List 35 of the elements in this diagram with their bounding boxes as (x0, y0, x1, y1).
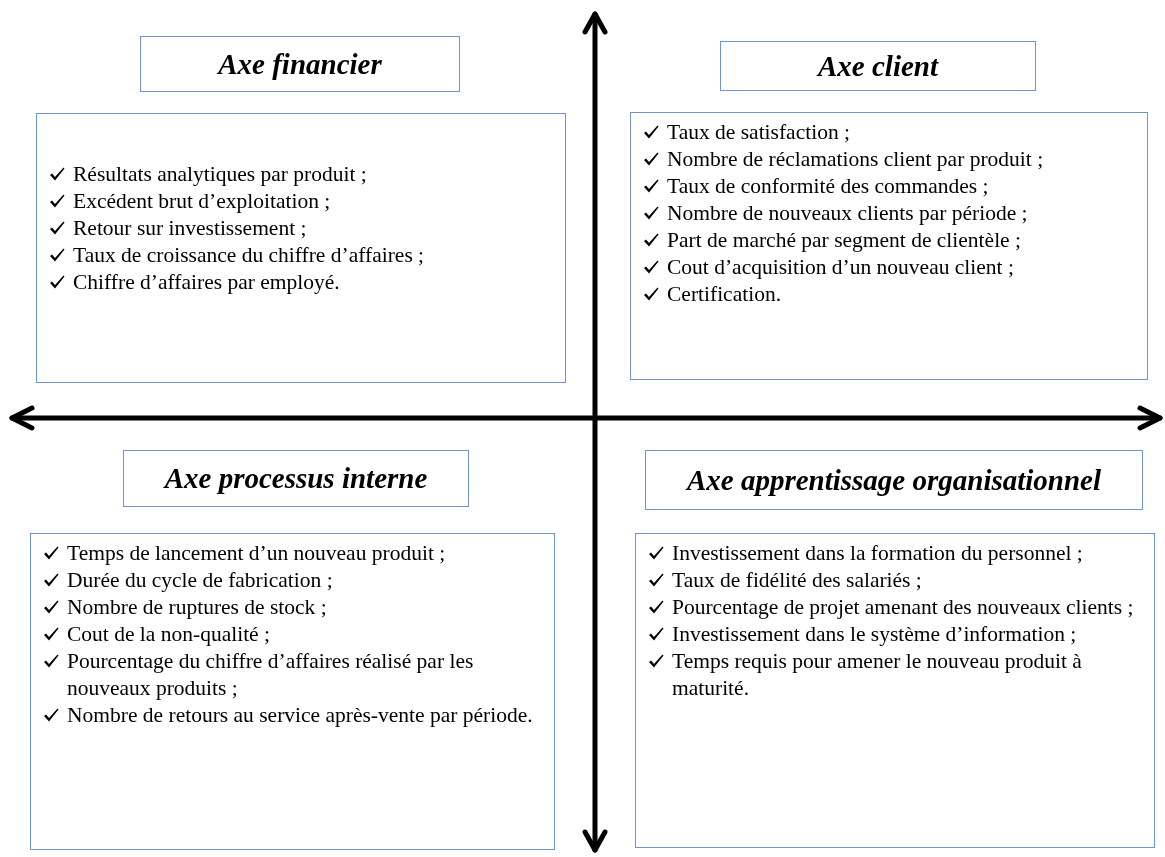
indicator-item: Pourcentage du chiffre d’affaires réalisé par les nouveaux produits ; (67, 648, 475, 702)
indicator-item: Certification. (667, 281, 782, 308)
indicator-item: Taux de conformité des commandes ; (667, 173, 989, 200)
axis-heading: Axe client (818, 49, 938, 83)
axis-heading: Axe apprentissage organisationnel (686, 463, 1102, 497)
indicator-item: Nombre de ruptures de stock ; (67, 594, 327, 621)
axis-heading: Axe financier (218, 47, 382, 81)
heading-box (645, 450, 1143, 510)
indicator-item: Investissement dans le système d’information ; (672, 621, 1077, 648)
indicator-item: Taux de croissance du chiffre d’affaires ; (73, 242, 425, 269)
indicator-list-box (30, 533, 555, 850)
indicator-item: Nombre de réclamations client par produit ; (667, 146, 1044, 173)
indicator-item: Investissement dans la formation du personnel ; (672, 540, 1083, 567)
heading-box (720, 41, 1036, 91)
indicator-item: Nombre de nouveaux clients par période ; (667, 200, 1028, 227)
indicator-list-box (635, 533, 1155, 848)
indicator-item: Temps requis pour amener le nouveau produit à maturité. (672, 648, 1083, 702)
heading-box (123, 450, 469, 507)
indicator-item: Retour sur investissement ; (73, 215, 307, 242)
indicator-item: Cout d’acquisition d’un nouveau client ; (667, 254, 1014, 281)
indicator-list-box (36, 113, 566, 383)
indicator-item: Taux de fidélité des salariés ; (672, 567, 922, 594)
axis-heading: Axe processus interne (164, 462, 428, 495)
indicator-item: Pourcentage de projet amenant des nouveaux clients ; (672, 594, 1134, 621)
indicator-item: Excédent brut d’exploitation ; (73, 188, 331, 215)
indicator-item: Cout de la non-qualité ; (67, 621, 270, 648)
indicator-item: Taux de satisfaction ; (667, 119, 850, 146)
heading-box (140, 36, 460, 92)
indicator-item: Nombre de retours au service après-vente par période. (67, 702, 533, 729)
indicator-item: Durée du cycle de fabrication ; (67, 567, 333, 594)
indicator-list-box (630, 112, 1148, 380)
indicator-item: Résultats analytiques par produit ; (73, 161, 367, 188)
indicator-item: Part de marché par segment de clientèle ; (667, 227, 1021, 254)
indicator-item: Temps de lancement d’un nouveau produit ; (67, 540, 446, 567)
indicator-item: Chiffre d’affaires par employé. (73, 269, 340, 296)
